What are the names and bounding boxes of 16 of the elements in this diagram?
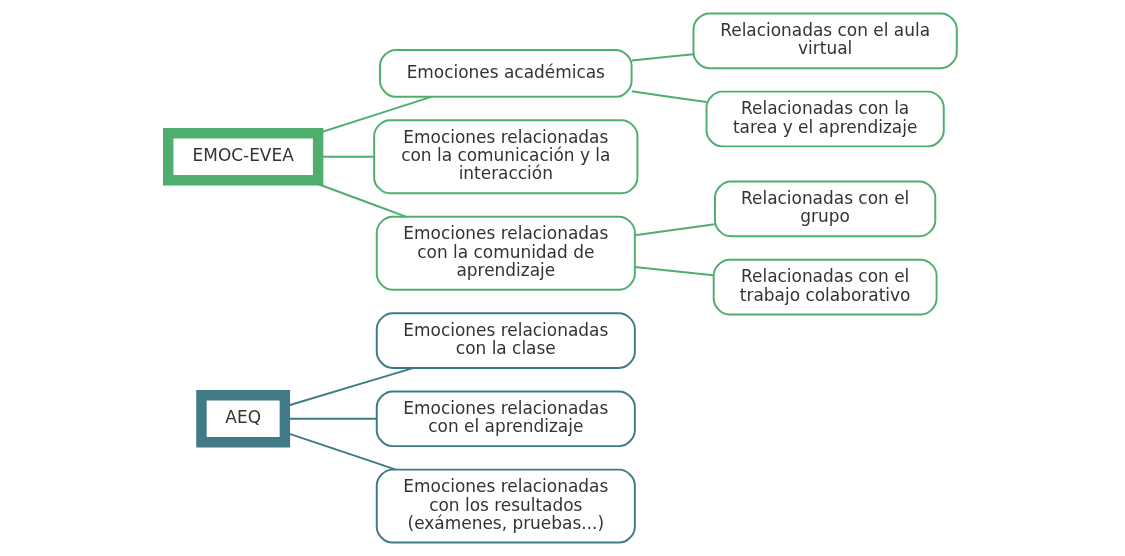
connector	[634, 223, 716, 237]
node-box: Relacionadas con el trabajo colaborativo	[712, 258, 938, 316]
node-box: Emociones relacionadas con la clase	[375, 312, 636, 369]
node-box: Emociones relacionadas con los resultados (exámenes, pruebas...)	[375, 468, 636, 544]
connector	[634, 265, 715, 277]
node-box: Relacionadas con el grupo	[714, 180, 937, 238]
node-box: Emociones relacionadas con la comunicación y la interacción	[373, 119, 639, 195]
node-box: EMOC-EVEA	[163, 128, 324, 186]
node-box: Emociones académicas	[379, 48, 633, 98]
connector	[630, 53, 695, 62]
node-box: Relacionadas con el aula virtual	[692, 12, 958, 70]
node-box: Relacionadas con la tarea y el aprendizaje	[705, 90, 945, 148]
node-box: Emociones relacionadas con la comunidad de aprendizaje	[375, 215, 636, 291]
connector	[630, 90, 708, 104]
node-box: AEQ	[196, 390, 291, 448]
node-box: Emociones relacionadas con el aprendizaje	[375, 390, 636, 448]
